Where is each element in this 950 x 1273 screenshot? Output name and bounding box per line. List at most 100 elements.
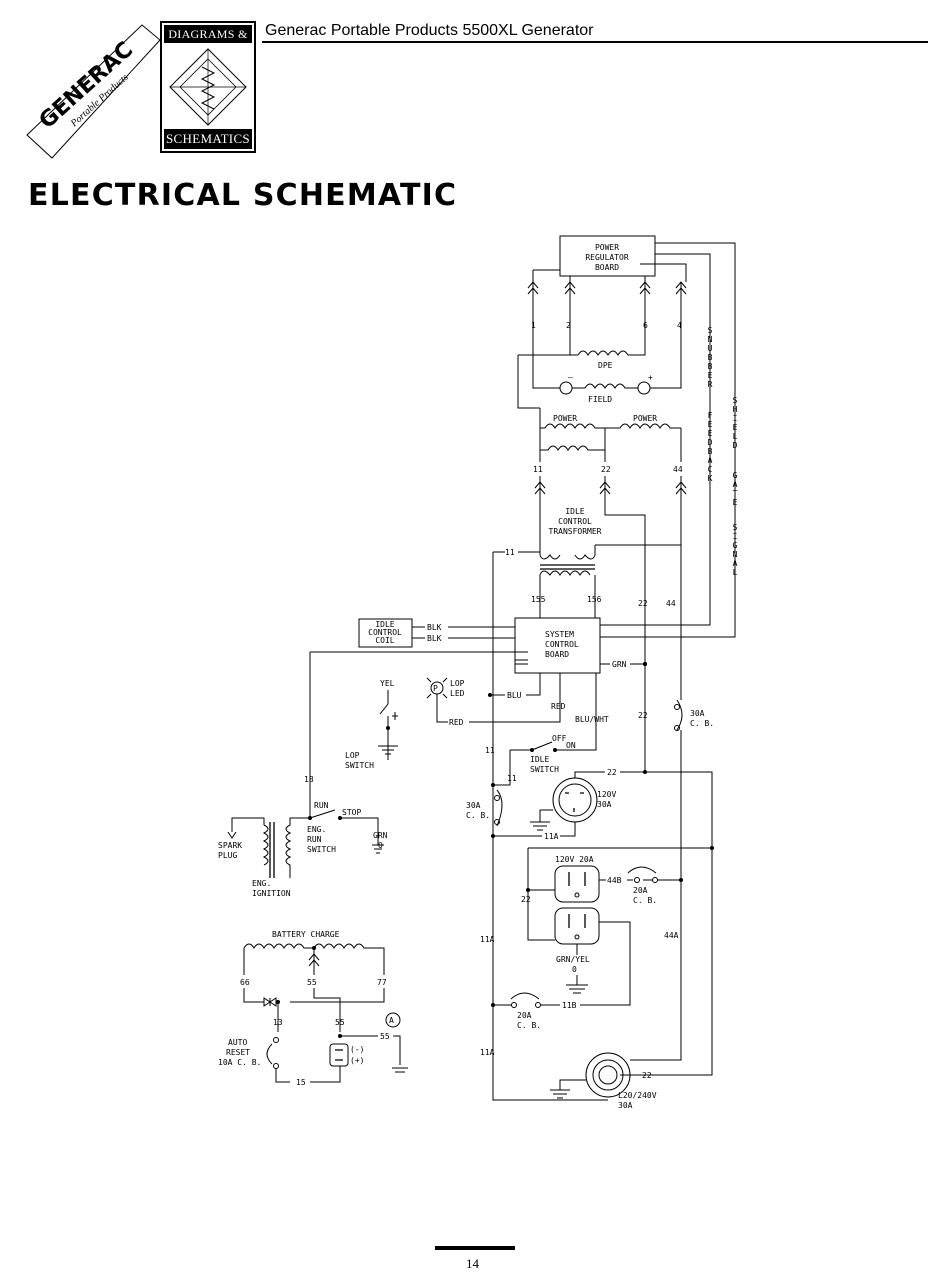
- svg-text:18: 18: [304, 775, 314, 784]
- svg-text:44B: 44B: [607, 876, 622, 885]
- svg-text:SWITCH: SWITCH: [345, 761, 374, 770]
- svg-text:BLK: BLK: [427, 634, 442, 643]
- svg-text:55: 55: [335, 1018, 345, 1027]
- svg-text:STOP: STOP: [342, 808, 361, 817]
- header-rule: [262, 41, 928, 43]
- footer-bar: [435, 1246, 515, 1250]
- svg-text:22: 22: [521, 895, 531, 904]
- svg-text:22: 22: [601, 465, 611, 474]
- svg-text:156: 156: [587, 595, 602, 604]
- svg-text:22: 22: [642, 1071, 652, 1080]
- svg-text:POWER: POWER: [553, 414, 577, 423]
- document-title: Generac Portable Products 5500XL Generat…: [265, 22, 594, 39]
- svg-text:GRN/YEL: GRN/YEL: [556, 955, 590, 964]
- svg-text:11A: 11A: [544, 832, 559, 841]
- svg-text:SYSTEM: SYSTEM: [545, 630, 574, 639]
- svg-text:C. B.: C. B.: [633, 896, 657, 905]
- svg-text:P: P: [433, 684, 438, 693]
- svg-text:BOARD: BOARD: [545, 650, 569, 659]
- svg-text:30A: 30A: [597, 800, 612, 809]
- svg-text:IDLE: IDLE: [375, 620, 394, 629]
- svg-text:6: 6: [643, 321, 648, 330]
- svg-text:+: +: [648, 373, 653, 382]
- svg-text:4: 4: [677, 321, 682, 330]
- svg-text:YEL: YEL: [380, 679, 395, 688]
- svg-text:22: 22: [638, 599, 648, 608]
- diagram-star-icon: [169, 48, 247, 126]
- svg-text:120V 20A: 120V 20A: [555, 855, 594, 864]
- svg-text:AUTO: AUTO: [228, 1038, 247, 1047]
- svg-text:11: 11: [507, 774, 517, 783]
- svg-text:GRN: GRN: [373, 831, 388, 840]
- page-number: 14: [466, 1256, 479, 1271]
- svg-text:PLUG: PLUG: [218, 851, 237, 860]
- svg-text:44: 44: [673, 465, 683, 474]
- svg-text:44A: 44A: [664, 931, 679, 940]
- svg-text:77: 77: [377, 978, 387, 987]
- svg-text:22: 22: [638, 711, 648, 720]
- regulator-connectors: [527, 281, 687, 330]
- svg-text:RED: RED: [551, 702, 566, 711]
- svg-text:BLK: BLK: [427, 623, 442, 632]
- svg-text:155: 155: [531, 595, 546, 604]
- svg-text:ON: ON: [566, 741, 576, 750]
- svg-text:IDLE: IDLE: [565, 507, 584, 516]
- svg-text:LOP: LOP: [345, 751, 360, 760]
- svg-text:20A: 20A: [517, 1011, 532, 1020]
- svg-text:C. B.: C. B.: [517, 1021, 541, 1030]
- svg-text:BLU/WHT: BLU/WHT: [575, 715, 609, 724]
- svg-text:POWER: POWER: [633, 414, 657, 423]
- svg-text:55: 55: [380, 1032, 390, 1041]
- svg-text:IDLE: IDLE: [530, 755, 549, 764]
- svg-text:11A: 11A: [480, 935, 495, 944]
- diagrams-schematics-badge: DIAGRAMS & SCHEMATICS: [160, 21, 256, 153]
- svg-text:66: 66: [240, 978, 250, 987]
- svg-text:1: 1: [531, 321, 536, 330]
- svg-text:POWER: POWER: [595, 243, 619, 252]
- svg-text:RUN: RUN: [307, 835, 322, 844]
- svg-text:30A: 30A: [690, 709, 705, 718]
- svg-text:BATTERY CHARGE: BATTERY CHARGE: [272, 930, 340, 939]
- svg-text:15: 15: [296, 1078, 306, 1087]
- svg-text:ENG.: ENG.: [307, 825, 326, 834]
- svg-text:DPE: DPE: [598, 361, 613, 370]
- badge-top-label: DIAGRAMS &: [164, 25, 252, 43]
- svg-text:11A: 11A: [480, 1048, 495, 1057]
- svg-text:A: A: [389, 1016, 394, 1025]
- svg-text:30A: 30A: [618, 1101, 633, 1110]
- svg-text:44: 44: [666, 599, 676, 608]
- svg-text:C. B.: C. B.: [690, 719, 714, 728]
- svg-text:0: 0: [572, 965, 577, 974]
- svg-text:20A: 20A: [633, 886, 648, 895]
- svg-text:ENG.: ENG.: [252, 879, 271, 888]
- power-regulator-board: POWER REGULATOR BOARD: [559, 235, 656, 277]
- svg-text:11B: 11B: [562, 1001, 577, 1010]
- system-control-board: SYSTEM CONTROL BOARD: [514, 617, 601, 674]
- svg-text:11: 11: [533, 465, 543, 474]
- svg-text:0: 0: [378, 841, 383, 850]
- svg-text:(-): (-): [350, 1045, 364, 1054]
- page-heading: ELECTRICAL SCHEMATIC: [28, 178, 458, 213]
- svg-text:LOP: LOP: [450, 679, 465, 688]
- svg-text:2: 2: [566, 321, 571, 330]
- svg-text:L20/240V: L20/240V: [618, 1091, 657, 1100]
- svg-text:C. B.: C. B.: [466, 811, 490, 820]
- svg-text:RED: RED: [449, 718, 464, 727]
- svg-text:CONTROL: CONTROL: [368, 628, 402, 637]
- svg-text:GRN: GRN: [612, 660, 627, 669]
- svg-text:LED: LED: [450, 689, 465, 698]
- svg-text:SPARK: SPARK: [218, 841, 242, 850]
- svg-text:CONTROL: CONTROL: [558, 517, 592, 526]
- svg-text:CONTROL: CONTROL: [545, 640, 579, 649]
- svg-text:TRANSFORMER: TRANSFORMER: [549, 527, 602, 536]
- svg-text:IGNITION: IGNITION: [252, 889, 291, 898]
- svg-text:10A C. B.: 10A C. B.: [218, 1058, 261, 1067]
- svg-text:RUN: RUN: [314, 801, 329, 810]
